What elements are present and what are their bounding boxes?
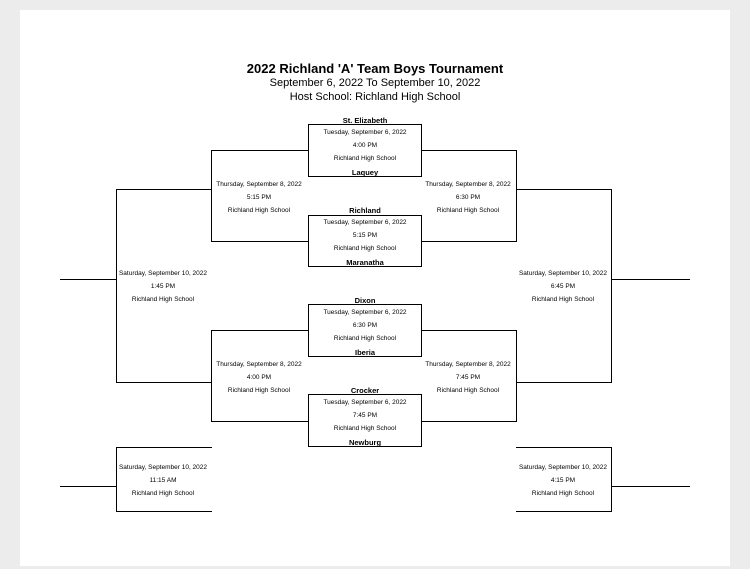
game-date: Saturday, September 10, 2022: [118, 270, 208, 277]
game-site: Richland High School: [436, 387, 500, 394]
game-date: Tuesday, September 6, 2022: [323, 399, 407, 406]
game-time: 6:45 PM: [550, 283, 576, 290]
team-label: Newburg: [348, 438, 382, 447]
game-time: 11:15 AM: [149, 477, 177, 484]
team-label: Richland: [349, 206, 381, 215]
host-school: Host School: Richland High School: [289, 91, 461, 103]
game-site: Richland High School: [531, 490, 595, 497]
game-time: 5:15 PM: [246, 194, 272, 201]
game-date: Tuesday, September 6, 2022: [323, 309, 407, 316]
game-time: 4:00 PM: [352, 142, 378, 149]
game-time: 1:45 PM: [150, 283, 176, 290]
game-site: Richland High School: [131, 296, 195, 303]
game-time: 4:15 PM: [550, 477, 576, 484]
game-time: 7:45 PM: [455, 374, 481, 381]
game-site: Richland High School: [333, 335, 397, 342]
team-label: Iberia: [354, 348, 375, 357]
game-site: Richland High School: [227, 207, 291, 214]
game-date: Thursday, September 8, 2022: [425, 181, 511, 188]
game-date: Saturday, September 10, 2022: [518, 270, 608, 277]
game-date: Thursday, September 8, 2022: [216, 181, 302, 188]
game-time: 4:00 PM: [246, 374, 272, 381]
team-label: Maranatha: [346, 258, 384, 267]
game-site: Richland High School: [333, 245, 397, 252]
game-site: Richland High School: [131, 490, 195, 497]
tournament-dates: September 6, 2022 To September 10, 2022: [269, 77, 481, 89]
game-date: Tuesday, September 6, 2022: [323, 219, 407, 226]
team-label: Dixon: [354, 296, 376, 305]
game-date: Saturday, September 10, 2022: [118, 464, 208, 471]
game-site: Richland High School: [531, 296, 595, 303]
game-date: Tuesday, September 6, 2022: [323, 129, 407, 136]
game-time: 6:30 PM: [455, 194, 481, 201]
team-label: Laquey: [351, 168, 379, 177]
game-site: Richland High School: [227, 387, 291, 394]
game-site: Richland High School: [333, 425, 397, 432]
game-time: 7:45 PM: [352, 412, 378, 419]
team-label: St. Elizabeth: [342, 116, 388, 125]
page-title: 2022 Richland 'A' Team Boys Tournament: [246, 61, 504, 76]
game-date: Thursday, September 8, 2022: [216, 361, 302, 368]
game-time: 5:15 PM: [352, 232, 378, 239]
game-site: Richland High School: [436, 207, 500, 214]
game-date: Thursday, September 8, 2022: [425, 361, 511, 368]
game-date: Saturday, September 10, 2022: [518, 464, 608, 471]
game-site: Richland High School: [333, 155, 397, 162]
game-time: 6:30 PM: [352, 322, 378, 329]
team-label: Crocker: [350, 386, 380, 395]
